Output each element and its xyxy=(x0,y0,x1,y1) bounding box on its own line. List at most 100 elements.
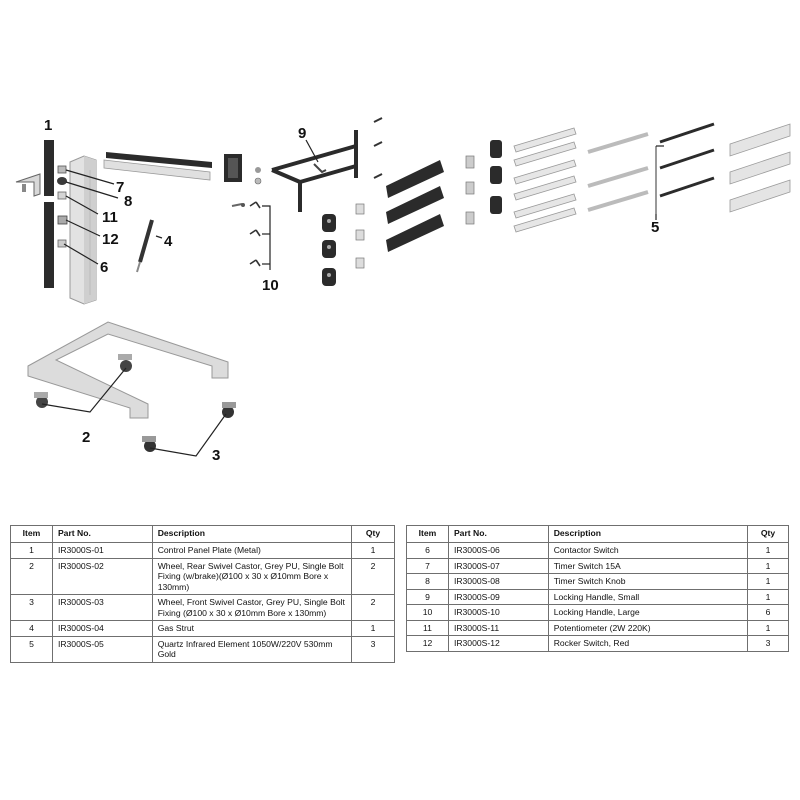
cell-part-no: IR3000S-05 xyxy=(51,635,153,663)
header-item: Item xyxy=(10,525,53,543)
hinge-block xyxy=(224,154,242,182)
cell-qty: 1 xyxy=(747,557,789,574)
rocker-switch xyxy=(57,215,68,225)
cell-description: Contactor Switch xyxy=(547,542,749,559)
cell-description: Gas Strut xyxy=(151,620,353,637)
cell-item: 6 xyxy=(406,542,449,559)
cell-item: 9 xyxy=(406,588,449,605)
table-row: 2 IR3000S-02 Wheel, Rear Swivel Castor, … xyxy=(10,557,395,595)
screws xyxy=(373,117,383,179)
cell-part-no: IR3000S-02 xyxy=(51,557,153,595)
callout-7: 7 xyxy=(116,179,124,196)
cell-description: Rocker Switch, Red xyxy=(547,635,749,652)
header-qty: Qty xyxy=(747,525,789,543)
cell-qty: 3 xyxy=(351,635,395,663)
heater-frame xyxy=(271,130,358,212)
locking-handle-small xyxy=(313,163,327,174)
control-knobs xyxy=(322,214,336,286)
potentiometer xyxy=(57,191,67,200)
table-row: 3 IR3000S-03 Wheel, Front Swivel Castor,… xyxy=(10,594,395,621)
base-frame xyxy=(27,321,229,419)
cell-description: Potentiometer (2W 220K) xyxy=(547,619,749,636)
timer-switch xyxy=(57,165,67,174)
cell-part-no: IR3000S-11 xyxy=(447,619,549,636)
table-row: 10 IR3000S-10 Locking Handle, Large 6 xyxy=(406,604,789,621)
callout-1: 1 xyxy=(44,117,52,134)
callout-2: 2 xyxy=(82,429,90,446)
header-description: Description xyxy=(547,525,749,543)
cell-qty: 1 xyxy=(747,619,789,636)
exploded-parts-diagram: 1 2 3 4 5 6 7 8 9 10 11 12 xyxy=(15,117,791,464)
table-row: 4 IR3000S-04 Gas Strut 1 xyxy=(10,620,395,637)
cell-qty: 2 xyxy=(351,594,395,621)
cell-part-no: IR3000S-06 xyxy=(447,542,549,559)
small-fittings xyxy=(231,167,262,207)
callout-11: 11 xyxy=(102,209,118,226)
cell-part-no: IR3000S-10 xyxy=(447,604,549,621)
cell-item: 4 xyxy=(10,620,53,637)
callout-12: 12 xyxy=(102,231,119,248)
cell-part-no: IR3000S-09 xyxy=(447,588,549,605)
cell-item: 2 xyxy=(10,557,53,595)
cell-qty: 1 xyxy=(747,542,789,559)
glass-tubes xyxy=(587,132,649,212)
timer-switch-knob xyxy=(57,177,67,185)
gas-strut xyxy=(136,219,154,273)
cell-qty: 6 xyxy=(747,604,789,621)
header-item: Item xyxy=(406,525,449,543)
cell-qty: 1 xyxy=(351,620,395,637)
header-qty: Qty xyxy=(351,525,395,543)
cell-qty: 1 xyxy=(351,542,395,559)
table-row: 5 IR3000S-05 Quartz Infrared Element 105… xyxy=(10,635,395,663)
control-panel-plate xyxy=(44,140,54,288)
header-part-no: Part No. xyxy=(447,525,549,543)
table-row: 7 IR3000S-07 Timer Switch 15A 1 xyxy=(406,557,789,574)
table-header-row: Item Part No. Description Qty xyxy=(10,525,395,543)
cell-part-no: IR3000S-07 xyxy=(447,557,549,574)
callout-3: 3 xyxy=(212,447,220,464)
callout-5: 5 xyxy=(651,219,659,236)
cell-description: Timer Switch 15A xyxy=(547,557,749,574)
cell-item: 8 xyxy=(406,573,449,590)
cell-item: 12 xyxy=(406,635,449,652)
header-part-no: Part No. xyxy=(51,525,153,543)
callout-10: 10 xyxy=(262,277,279,294)
cell-item: 7 xyxy=(406,557,449,574)
cell-part-no: IR3000S-12 xyxy=(447,635,549,652)
reflector-strips xyxy=(513,127,577,233)
quartz-infrared-element xyxy=(655,122,715,214)
cell-description: Wheel, Rear Swivel Castor, Grey PU, Sing… xyxy=(151,557,353,595)
cell-qty: 1 xyxy=(747,573,789,590)
cell-part-no: IR3000S-04 xyxy=(51,620,153,637)
header-description: Description xyxy=(151,525,353,543)
grill-guards xyxy=(729,123,791,213)
cell-item: 5 xyxy=(10,635,53,663)
cell-part-no: IR3000S-03 xyxy=(51,594,153,621)
table-row: 9 IR3000S-09 Locking Handle, Small 1 xyxy=(406,588,789,605)
end-caps xyxy=(465,155,475,225)
table-row: 8 IR3000S-08 Timer Switch Knob 1 xyxy=(406,573,789,590)
reflector-channels xyxy=(386,160,444,252)
table-row: 11 IR3000S-11 Potentiometer (2W 220K) 1 xyxy=(406,619,789,636)
cell-description: Timer Switch Knob xyxy=(547,573,749,590)
cell-item: 10 xyxy=(406,604,449,621)
cell-part-no: IR3000S-08 xyxy=(447,573,549,590)
cell-description: Locking Handle, Small xyxy=(547,588,749,605)
cell-item: 11 xyxy=(406,619,449,636)
table-row: 1 IR3000S-01 Control Panel Plate (Metal)… xyxy=(10,542,395,559)
switch-plates xyxy=(355,203,365,269)
vertical-column xyxy=(69,155,97,305)
table-header-row: Item Part No. Description Qty xyxy=(406,525,789,543)
cell-qty: 2 xyxy=(351,557,395,595)
locking-handle-large xyxy=(249,201,261,267)
parts-table-right: Item Part No. Description Qty 6 IR3000S-… xyxy=(406,525,789,652)
lamp-holders xyxy=(490,140,502,214)
leader-lines xyxy=(41,139,664,457)
cell-description: Quartz Infrared Element 1050W/220V 530mm… xyxy=(151,635,353,663)
cell-qty: 3 xyxy=(747,635,789,652)
top-rails xyxy=(103,152,212,181)
cell-description: Control Panel Plate (Metal) xyxy=(151,542,353,559)
mounting-bracket xyxy=(15,173,41,197)
callout-6: 6 xyxy=(100,259,108,276)
cell-qty: 1 xyxy=(747,588,789,605)
